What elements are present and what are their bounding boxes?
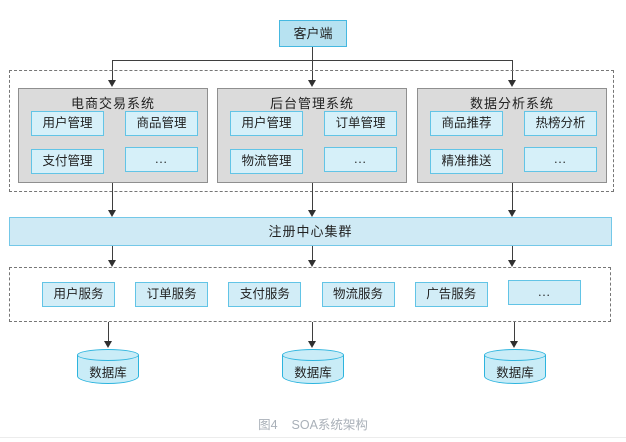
arrowhead-down-icon	[308, 80, 316, 87]
module-box: 物流管理	[230, 149, 303, 174]
service-box: 用户服务	[42, 282, 115, 307]
arrowhead-down-icon	[108, 80, 116, 87]
system-title: 后台管理系统	[269, 96, 354, 111]
system-box-backoffice: 后台管理系统 用户管理 订单管理 物流管理 …	[217, 88, 407, 183]
database-cylinder: 数据库	[77, 349, 139, 384]
figure-title: SOA系统架构	[291, 418, 368, 432]
system-box-ecommerce: 电商交易系统 用户管理 商品管理 支付管理 …	[18, 88, 208, 183]
client-node: 客户端	[279, 20, 347, 47]
module-box: 用户管理	[230, 111, 303, 136]
connector-system-registry	[312, 183, 313, 210]
module-box: 用户管理	[31, 111, 104, 136]
system-box-analytics: 数据分析系统 商品推荐 热榜分析 精准推送 …	[417, 88, 607, 183]
service-box-ellipsis: …	[507, 280, 581, 305]
service-box: 广告服务	[414, 282, 488, 307]
registry-cluster-bar: 注册中心集群	[9, 217, 612, 246]
database-label: 数据库	[294, 366, 332, 380]
systems-group-box	[9, 70, 614, 192]
arrowhead-down-icon	[508, 260, 516, 267]
database-cylinder: 数据库	[282, 349, 344, 384]
database-cylinder: 数据库	[484, 349, 546, 384]
arrowhead-down-icon	[308, 260, 316, 267]
connector-client-stem	[312, 47, 313, 61]
database-top-ellipse	[77, 349, 139, 361]
connector-service-db	[312, 322, 313, 341]
service-box: 支付服务	[228, 282, 302, 307]
services-row: 用户服务 订单服务 支付服务 物流服务 广告服务 …	[42, 280, 581, 307]
service-box: 订单服务	[135, 282, 209, 307]
arrowhead-down-icon	[108, 260, 116, 267]
module-box-ellipsis: …	[324, 147, 397, 172]
module-box: 商品管理	[125, 111, 198, 136]
system-title: 数据分析系统	[469, 96, 554, 111]
connector-registry-service	[112, 246, 113, 260]
module-box-ellipsis: …	[125, 147, 198, 172]
module-box-ellipsis: …	[524, 147, 597, 172]
module-box: 热榜分析	[524, 111, 597, 136]
arrowhead-down-icon	[508, 210, 516, 217]
service-box: 物流服务	[321, 282, 395, 307]
connector-registry-service	[512, 246, 513, 260]
connector-system-registry	[112, 183, 113, 210]
figure-caption: 图4 SOA系统架构	[0, 414, 626, 433]
arrowhead-down-icon	[108, 210, 116, 217]
page-bottom-rule	[0, 437, 626, 438]
figure-number: 图4	[258, 418, 278, 432]
arrowhead-down-icon	[308, 210, 316, 217]
module-box: 商品推荐	[430, 111, 503, 136]
connector-registry-service	[312, 246, 313, 260]
database-top-ellipse	[282, 349, 344, 361]
arrowhead-down-icon	[308, 341, 316, 348]
connector-system-registry	[512, 183, 513, 210]
database-body	[484, 355, 546, 384]
database-top-ellipse	[484, 349, 546, 361]
module-box: 支付管理	[31, 149, 104, 174]
arrowhead-down-icon	[508, 80, 516, 87]
system-title: 电商交易系统	[70, 96, 155, 111]
arrowhead-down-icon	[510, 341, 518, 348]
module-box: 订单管理	[324, 111, 397, 136]
connector-service-db	[514, 322, 515, 341]
arrowhead-down-icon	[104, 341, 112, 348]
services-group-box	[9, 267, 611, 322]
module-box: 精准推送	[430, 149, 503, 174]
database-label: 数据库	[496, 366, 534, 380]
database-label: 数据库	[89, 366, 127, 380]
connector-service-db	[108, 322, 109, 341]
